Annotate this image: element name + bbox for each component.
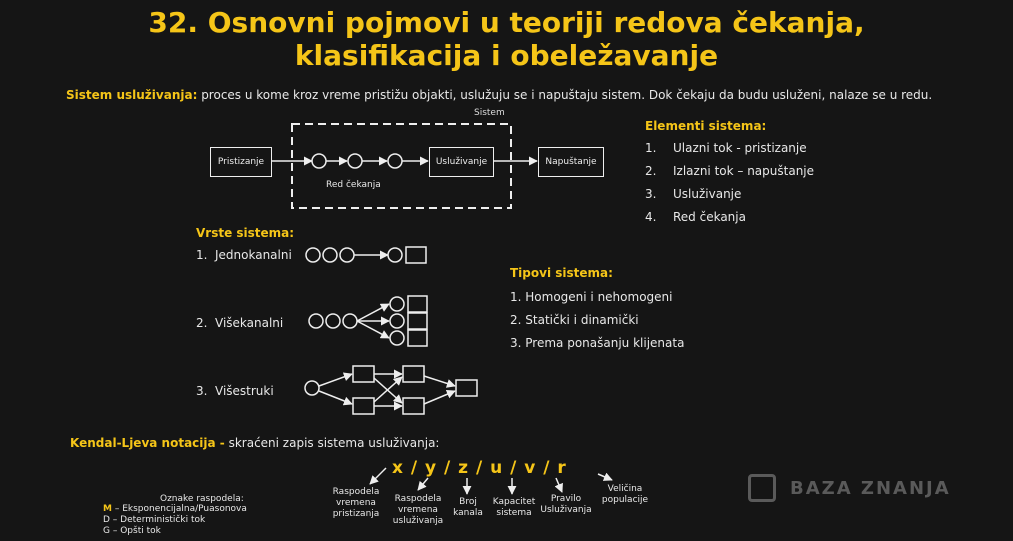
elements-num: 3. xyxy=(645,187,657,201)
definition-text: proces u kome kroz vreme pristižu objakt… xyxy=(197,88,933,102)
elements-label: Izlazni tok – napuštanje xyxy=(673,164,815,178)
system-label: Sistem xyxy=(474,108,505,118)
kinds-item: 3. Prema ponašanju klijenata xyxy=(510,336,685,350)
legend-list: M – Eksponencijalna/Puasonova D – Determ… xyxy=(103,504,247,537)
queue-circle xyxy=(305,247,321,263)
kinds-item: 1. Homogeni i nehomogeni xyxy=(510,290,673,304)
legend-item: D – Deterministički tok xyxy=(103,515,247,526)
legend-text: – Eksponencijalna/Puasonova xyxy=(111,504,247,514)
notation-arrow xyxy=(554,477,563,493)
title-line-1: 32. Osnovni pojmovi u teoriji redova ček… xyxy=(148,6,865,39)
server-box xyxy=(405,246,427,264)
multi-stage-arrow xyxy=(373,376,403,403)
service-box: Usluživanje xyxy=(429,147,494,177)
notation-arrow xyxy=(369,467,387,485)
definition-term: Sistem usluživanja: xyxy=(66,88,198,102)
legend-item: G – Opšti tok xyxy=(103,526,247,537)
kinds-heading: Tipovi sistema: xyxy=(510,266,613,280)
arrival-box: Pristizanje xyxy=(210,147,272,177)
queue-circle xyxy=(325,313,341,329)
elements-label: Usluživanje xyxy=(673,187,742,201)
system-boundary xyxy=(291,123,512,209)
legend-text: – Deterministički tok xyxy=(109,515,206,525)
elements-item: 1. Ulazni tok - pristizanje xyxy=(645,141,807,155)
types-num: 1. xyxy=(196,248,208,262)
server-box xyxy=(407,295,428,313)
elements-num: 2. xyxy=(645,164,657,178)
multi-stage-arrow xyxy=(423,389,456,405)
notation-label: Kapacitet sistema xyxy=(492,497,536,518)
kendall-notation: x / y / z / u / v / r xyxy=(392,458,567,478)
watermark-logo: BAZA ZNANJA xyxy=(790,478,951,499)
types-label: Višekanalni xyxy=(215,316,284,330)
server-box xyxy=(407,329,428,347)
stage-box xyxy=(455,379,478,397)
legend-key: G xyxy=(103,526,110,536)
queue-circle xyxy=(311,153,327,169)
types-heading: Vrste sistema: xyxy=(196,226,295,240)
elements-item: 2. Izlazni tok – napuštanje xyxy=(645,164,814,178)
server-circle xyxy=(387,247,403,263)
types-item: 2. Višekanalni xyxy=(196,316,283,330)
elements-heading: Elementi sistema: xyxy=(645,119,767,133)
departure-box: Napuštanje xyxy=(538,147,604,177)
notation-label: Broj kanala xyxy=(453,497,483,518)
types-num: 2. xyxy=(196,316,208,330)
legend-item: M – Eksponencijalna/Puasonova xyxy=(103,504,247,515)
server-circle xyxy=(389,296,405,312)
queue-circle xyxy=(308,313,324,329)
kendall-term: Kendal-Ljeva notacija - xyxy=(70,436,225,450)
multi-channel-arrow xyxy=(356,303,390,322)
server-box xyxy=(407,312,428,330)
notation-arrow xyxy=(597,472,613,481)
multi-stage-arrow xyxy=(318,390,353,406)
queue-circle xyxy=(387,153,403,169)
multi-stage-arrow xyxy=(423,375,456,388)
types-label: Jednokanalni xyxy=(215,248,292,262)
stage-box xyxy=(352,365,375,383)
queue-label: Red čekanja xyxy=(326,180,381,190)
server-circle xyxy=(389,313,405,329)
types-num: 3. xyxy=(196,384,208,398)
queue-circle xyxy=(339,247,355,263)
legend-text: – Opšti tok xyxy=(109,526,161,536)
notation-label: Veličina populacije xyxy=(601,484,649,505)
notation-label: Pravilo Usluživanja xyxy=(540,494,592,515)
kendall-text: skraćeni zapis sistema usluživanja: xyxy=(224,436,440,450)
stage-box xyxy=(402,397,425,415)
elements-item: 3. Usluživanje xyxy=(645,187,741,201)
elements-num: 1. xyxy=(645,141,657,155)
notation-label: Raspodela vremena usluživanja xyxy=(392,494,444,526)
entry-circle xyxy=(304,380,320,396)
notation-arrow xyxy=(417,477,429,491)
elements-label: Ulazni tok - pristizanje xyxy=(673,141,807,155)
types-label: Višestruki xyxy=(215,384,274,398)
legend-key: D xyxy=(103,515,110,525)
multi-stage-arrow xyxy=(318,372,353,387)
logo-icon xyxy=(748,474,776,502)
queue-circle xyxy=(342,313,358,329)
stage-box xyxy=(352,397,375,415)
legend-key: M xyxy=(103,504,112,514)
legend-title: Oznake raspodela: xyxy=(160,494,244,504)
title-line-2: klasifikacija i obeležavanje xyxy=(294,39,719,72)
elements-label: Red čekanja xyxy=(673,210,746,224)
elements-num: 4. xyxy=(645,210,657,224)
server-circle xyxy=(389,330,405,346)
notation-label: Raspodela vremena pristizanja xyxy=(332,487,380,519)
stage-box xyxy=(402,365,425,383)
page-title: 32. Osnovni pojmovi u teoriji redova ček… xyxy=(0,6,1013,72)
definition: Sistem usluživanja: proces u kome kroz v… xyxy=(66,88,932,102)
queue-circle xyxy=(322,247,338,263)
kendall-definition: Kendal-Ljeva notacija - skraćeni zapis s… xyxy=(70,436,439,450)
types-item: 1. Jednokanalni xyxy=(196,248,292,262)
queue-circle xyxy=(347,153,363,169)
multi-channel-arrow xyxy=(356,320,390,339)
kinds-item: 2. Statički i dinamički xyxy=(510,313,639,327)
types-item: 3. Višestruki xyxy=(196,384,274,398)
elements-item: 4. Red čekanja xyxy=(645,210,746,224)
